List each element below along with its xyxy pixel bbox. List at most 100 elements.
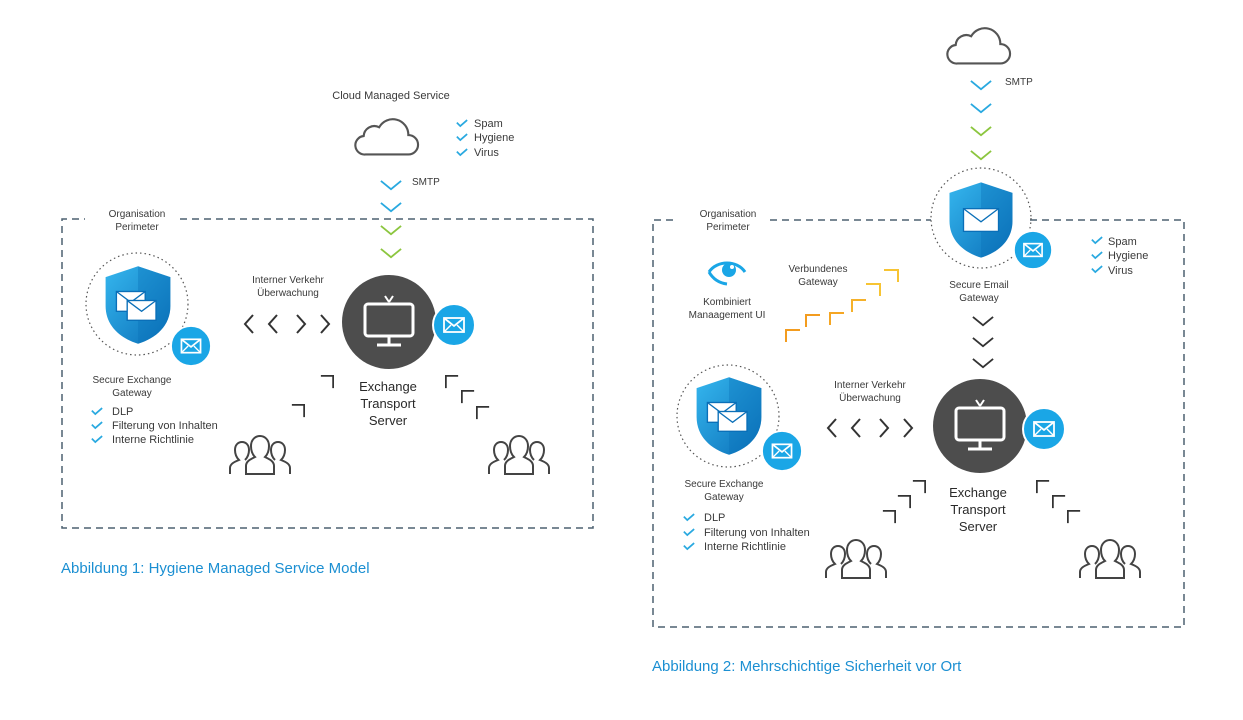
email-gateway-label-a: Secure Email [949,280,1008,291]
email-check-spam: Spam [1108,236,1137,248]
perimeter-label-2a: Organisation [700,209,757,220]
traffic-arrows-1 [243,314,331,334]
diagram-1: Organisation Perimeter Cloud Managed Ser… [61,90,594,577]
bracket-icon [320,375,334,389]
traffic-label-1a: Interner Verkehr [252,275,324,286]
connected-gateway-arrows [785,269,899,342]
traffic-label-1b: Überwachung [257,287,319,299]
mail-badge-icon [170,325,212,367]
perimeter-box-2 [652,219,1185,628]
people-icon [1079,539,1141,579]
check-icon [1091,251,1103,259]
bracket-icon [897,495,911,509]
email-gateway-label-b: Gateway [959,293,998,304]
check-icon [683,513,695,521]
gateway-ring-2 [676,364,780,468]
server-label-1a: Exchange [359,379,417,394]
bracket-icon [1036,480,1050,494]
shield-mail-icon [695,376,763,456]
perimeter-label-1b: Perimeter [115,222,159,233]
chevron-down-icon [380,202,402,213]
email-check-virus: Virus [1108,265,1133,277]
cloud-check-virus: Virus [474,147,499,159]
server-label-1b: Transport [360,396,416,411]
bracket-icon [882,510,896,524]
server-icon [341,274,437,370]
server-label-2b: Transport [950,502,1006,517]
caption-2: Abbildung 2: Mehrschichtige Sicherheit v… [652,658,962,675]
server-label-2c: Server [959,519,998,534]
bracket-icon [1052,495,1066,509]
shield-mail-icon [948,181,1014,259]
gateway-label-1b: Gateway [112,388,151,399]
diagram-2: Organisation Perimeter SMTP Secure Email… [652,27,1185,675]
bracket-icon [445,375,459,389]
gateway-ring [85,252,189,356]
check-icon [91,421,103,429]
people-icon [229,435,291,475]
gateway2-check-filter: Filterung von Inhalten [704,527,810,539]
check-icon [1091,236,1103,244]
smtp-label-2: SMTP [1005,77,1033,88]
chevron-down-icon [972,337,994,348]
gateway2-check-policy: Interne Richtlinie [704,541,786,553]
chevron-down-icon [972,316,994,327]
mail-badge-icon [1022,407,1066,451]
chevron-down-icon [970,80,992,91]
cloud-icon [354,118,420,156]
check-icon [683,542,695,550]
chevron-down-icon [380,225,402,236]
chevron-down-icon [970,150,992,161]
traffic-label-2b: Überwachung [839,392,901,404]
mail-badge-icon [1013,230,1053,270]
server-label-2a: Exchange [949,485,1007,500]
email-gateway-ring [930,167,1032,269]
gateway-label-2b: Gateway [704,492,743,503]
check-icon [456,148,468,156]
chevron-down-icon [970,126,992,137]
management-label-b: Manaagement UI [689,310,766,321]
chevron-down-icon [972,358,994,369]
server-icon [932,378,1028,474]
shield-mail-icon [104,265,172,345]
people-icon [488,435,550,475]
mail-badge-icon [761,430,803,472]
chevron-down-icon [380,180,402,191]
gateway-check-policy: Interne Richtlinie [112,434,194,446]
email-check-hygiene: Hygiene [1108,250,1148,262]
chevron-down-icon [380,248,402,259]
caption-1: Abbildung 1: Hygiene Managed Service Mod… [61,560,370,577]
gateway-check-filter: Filterung von Inhalten [112,420,218,432]
smtp-label-1: SMTP [412,177,440,188]
traffic-arrows-2 [826,418,914,438]
cloud-service-label: Cloud Managed Service [332,90,449,102]
connected-gateway-label-b: Gateway [798,277,837,288]
chevron-down-icon [970,103,992,114]
cloud-check-spam: Spam [474,118,503,130]
bracket-icon [1067,510,1081,524]
check-icon [1091,265,1103,273]
check-icon [91,407,103,415]
bracket-icon [476,406,490,420]
mail-badge-icon [432,303,476,347]
check-icon [456,133,468,141]
check-icon [683,528,695,536]
perimeter-label-1a: Organisation [109,209,166,220]
bracket-icon [291,404,305,418]
gateway-label-1a: Secure Exchange [93,375,172,386]
gateway-label-2a: Secure Exchange [685,479,764,490]
perimeter-label-2b: Perimeter [706,222,750,233]
management-label-a: Kombiniert [703,297,751,308]
bracket-icon [461,390,475,404]
server-label-1c: Server [369,413,408,428]
cloud-check-hygiene: Hygiene [474,132,514,144]
gateway2-check-dlp: DLP [704,512,725,524]
bracket-icon [912,480,926,494]
eye-icon [707,261,747,286]
traffic-label-2a: Interner Verkehr [834,380,906,391]
cloud-icon [946,27,1012,65]
connected-gateway-label-a: Verbundenes [789,264,848,275]
gateway-check-dlp: DLP [112,406,133,418]
perimeter-box-1 [61,218,594,529]
